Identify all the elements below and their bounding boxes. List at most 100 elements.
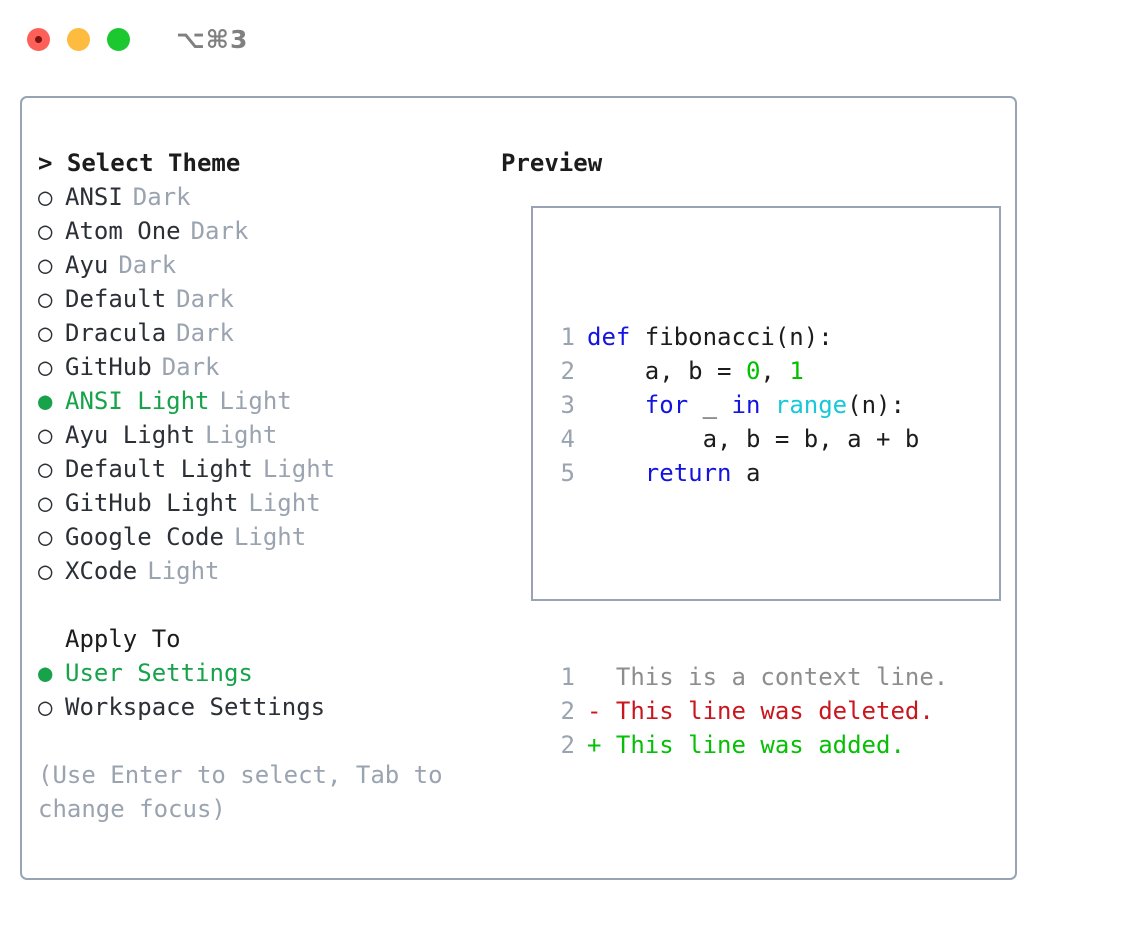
theme-option-ansi[interactable]: ○ ANSI Dark [38, 180, 478, 214]
title-bar: ⌥⌘3 [0, 0, 1140, 78]
diff-line-text: This line was deleted. [601, 697, 934, 725]
apply-to-bullet-placeholder [38, 622, 65, 656]
diff-line-number: 2 [560, 731, 575, 759]
close-window-button[interactable] [27, 27, 50, 51]
theme-option-label: Dracula [65, 319, 167, 347]
code-line-number: 1 [560, 323, 575, 351]
code-token-kw: def [587, 323, 631, 351]
code-token-kw: for [644, 391, 689, 419]
radio-unselected-icon: ○ [38, 523, 53, 551]
diff-line-text: This line was added. [601, 731, 905, 759]
theme-option-ayu-light[interactable]: ○ Ayu Light Light [38, 418, 478, 452]
theme-option-ayu[interactable]: ○ Ayu Dark [38, 248, 478, 282]
diff-marker: + [587, 731, 602, 759]
diff-line: 2- This line was deleted. [549, 694, 948, 728]
code-line-number: 3 [560, 391, 575, 419]
code-token-id [587, 391, 645, 419]
code-token-id: a, b = b, a + b [587, 425, 920, 453]
theme-option-kind-badge: Dark [176, 319, 234, 347]
radio-unselected-icon: ○ [38, 251, 53, 279]
apply-to-option-label: User Settings [65, 659, 253, 687]
theme-option-kind-badge: Dark [118, 251, 177, 279]
code-line: 4 a, b = b, a + b [549, 422, 948, 456]
theme-option-label: ANSI [65, 183, 123, 211]
minimize-window-button[interactable] [67, 27, 90, 51]
code-token-id: _ [688, 391, 732, 419]
radio-unselected-icon: ○ [38, 557, 53, 585]
radio-unselected-icon: ○ [38, 183, 53, 211]
code-line: 3 for _ in range(n): [549, 388, 948, 422]
code-token-id: a [731, 459, 761, 487]
radio-unselected-icon: ○ [38, 455, 53, 483]
theme-option-kind-badge: Dark [132, 183, 191, 211]
apply-to-list: ●User Settings○Workspace Settings [38, 656, 478, 724]
code-token-kw: return [644, 459, 732, 487]
diff-line: 2 + This line was added. [549, 728, 948, 762]
theme-option-label: Ayu Light [65, 421, 196, 449]
code-token-id [587, 459, 645, 487]
panel-heading-preview: Preview [501, 149, 603, 177]
theme-option-default-light[interactable]: ○ Default Light Light [38, 452, 478, 486]
theme-option-kind-badge: Light [219, 387, 292, 415]
apply-to-option-workspace-settings[interactable]: ○Workspace Settings [38, 690, 478, 724]
theme-option-kind-badge: Light [205, 421, 278, 449]
radio-unselected-icon: ○ [38, 319, 53, 347]
code-token-kw: in [731, 391, 761, 419]
window-controls [27, 27, 130, 51]
code-line-number: 5 [560, 459, 575, 487]
code-diff-spacer [549, 558, 948, 592]
radio-unselected-icon: ○ [38, 217, 53, 245]
code-token-id [760, 391, 774, 419]
theme-option-label: Google Code [65, 523, 224, 551]
code-line: 1 def fibonacci(n): [549, 320, 948, 354]
theme-option-label: ANSI Light [65, 387, 210, 415]
code-token-id: (n): [847, 391, 905, 419]
theme-option-kind-badge: Light [262, 455, 336, 483]
diff-marker: - [587, 697, 602, 725]
code-token-num: 1 [789, 357, 804, 385]
theme-option-kind-badge: Light [233, 523, 307, 551]
radio-unselected-icon: ○ [38, 489, 53, 517]
radio-unselected-icon: ○ [38, 421, 53, 449]
theme-option-google-code[interactable]: ○ Google Code Light [38, 520, 478, 554]
radio-unselected-icon: ○ [38, 353, 53, 381]
theme-option-label: Default [65, 285, 167, 313]
keyboard-hint-text: (Use Enter to select, Tab to change focu… [38, 761, 458, 823]
code-line-number: 4 [560, 425, 575, 453]
theme-option-label: XCode [65, 557, 138, 585]
diff-line-number: 1 [560, 663, 575, 691]
hint-spacer [38, 724, 478, 758]
theme-option-kind-badge: Dark [161, 353, 220, 381]
radio-unselected-icon: ○ [38, 285, 53, 313]
theme-option-label: GitHub Light [65, 489, 239, 517]
diff-sample: 1 This is a context line.2- This line wa… [549, 660, 949, 762]
code-line: 5 return a [549, 456, 948, 490]
code-token-id: fibonacci(n): [630, 323, 833, 351]
code-line: 2 a, b = 0, 1 [549, 354, 948, 388]
code-token-bin: range [774, 391, 848, 419]
diff-marker [587, 663, 601, 691]
apply-to-title-label: Apply To [65, 625, 181, 653]
diff-line: 1 This is a context line. [549, 660, 949, 694]
theme-option-label: Ayu [65, 251, 109, 279]
theme-option-dracula[interactable]: ○ Dracula Dark [38, 316, 478, 350]
panel-heading-select-theme: > Select Theme [38, 149, 241, 177]
apply-to-option-user-settings[interactable]: ●User Settings [38, 656, 478, 690]
maximize-window-button[interactable] [107, 27, 130, 51]
theme-option-label: Default Light [65, 455, 253, 483]
code-token-id: a, b = [587, 357, 746, 385]
list-spacer [38, 588, 478, 622]
